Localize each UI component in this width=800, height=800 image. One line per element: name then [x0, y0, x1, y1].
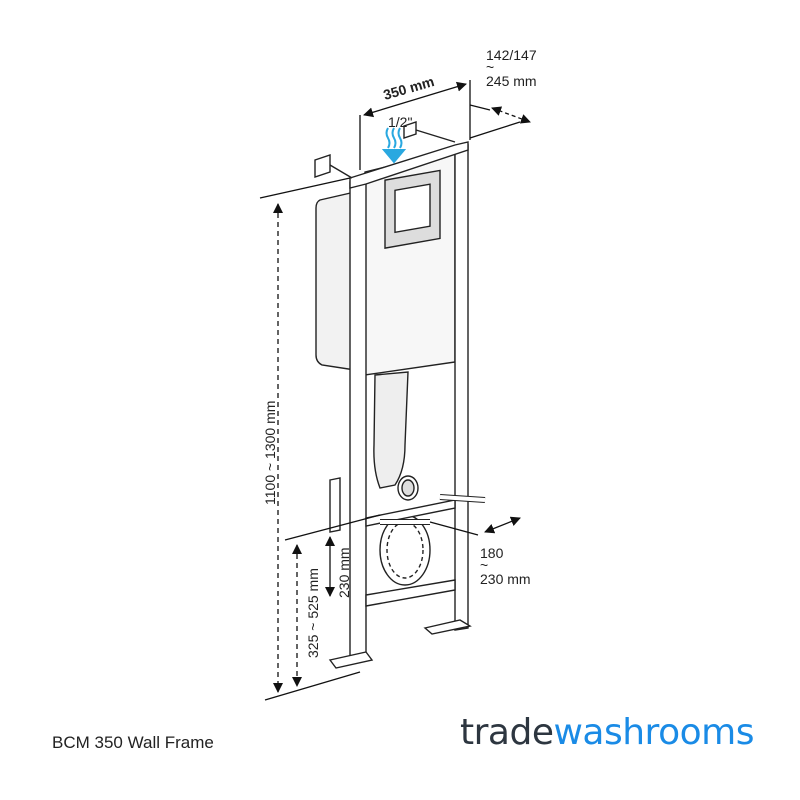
- bolt-height-dimension-label: 325 ~ 525 mm: [305, 568, 321, 658]
- flush-pipe: [373, 371, 409, 489]
- right-foot: [423, 619, 472, 635]
- bottom-crossbar: [365, 579, 456, 607]
- logo-part-washrooms: washrooms: [553, 712, 754, 753]
- bolt-length-tilde: ~: [480, 557, 488, 573]
- depth-dimension-tilde: ~: [486, 59, 494, 75]
- top-left-bracket: [314, 154, 331, 178]
- water-inlet-icon: [381, 127, 407, 164]
- logo-part-trade: trade: [460, 712, 554, 753]
- right-post: [454, 144, 469, 631]
- width-dimension-label: 350 mm: [381, 73, 436, 103]
- side-bracket: [329, 477, 341, 533]
- depth-dimension-label-bottom: 245 mm: [486, 73, 537, 89]
- product-caption: BCM 350 Wall Frame: [52, 733, 214, 752]
- bolt-length-label-bottom: 230 mm: [480, 571, 531, 587]
- top-crossbar: [349, 141, 469, 189]
- brand-logo: tradewashrooms: [460, 712, 754, 753]
- left-foot: [328, 651, 374, 669]
- inlet-size-label: 1/2": [388, 114, 412, 130]
- left-post: [349, 177, 367, 663]
- depth-dimension-label-top: 142/147: [486, 47, 537, 63]
- outlet-height-dimension-label: 230 mm: [336, 547, 352, 598]
- height-dimension-label: 1100 ~ 1300 mm: [262, 401, 278, 505]
- top-right-bracket: [403, 121, 417, 139]
- cistern-tank: [315, 191, 356, 371]
- bolt-length-label-top: 180: [480, 545, 504, 561]
